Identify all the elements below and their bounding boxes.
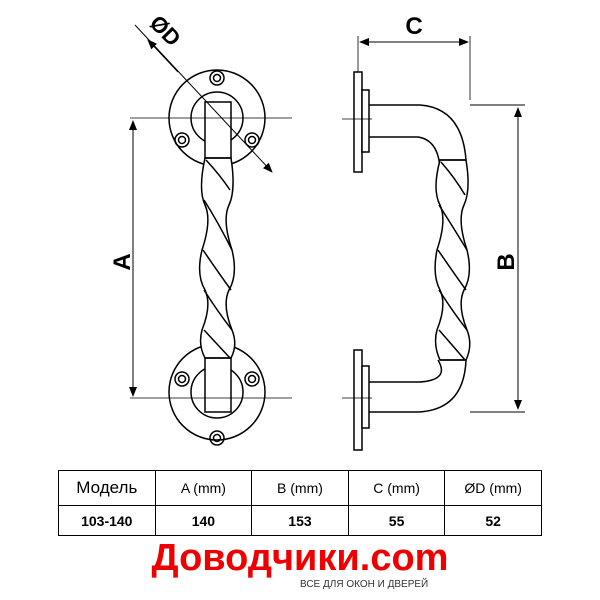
label-a: A [109, 253, 136, 270]
header-model: Модель [58, 470, 156, 506]
front-view [129, 24, 292, 446]
top-arm [369, 104, 467, 169]
dimension-b [470, 104, 525, 413]
header-b: B (mm) [251, 470, 349, 506]
label-b: B [493, 253, 520, 270]
header-c: C (mm) [347, 470, 446, 506]
dimension-d [134, 24, 273, 173]
screw-holes [174, 70, 260, 446]
spec-table-header-row: Модель A (mm) B (mm) C (mm) ØD (mm) [58, 470, 542, 506]
label-c: C [405, 13, 422, 40]
bottom-shank [204, 351, 232, 413]
bottom-plate [353, 349, 363, 451]
bottom-arm [369, 359, 467, 413]
header-a: A (mm) [154, 470, 253, 506]
top-shank [204, 101, 232, 161]
brand-logo: Доводчики.com [151, 537, 449, 579]
center-lines [130, 117, 292, 399]
spec-table: Модель A (mm) B (mm) C (mm) ØD (mm) 103-… [58, 470, 542, 536]
side-twist-lines [437, 161, 468, 361]
header-d: ØD (mm) [444, 470, 542, 506]
top-plate [353, 71, 363, 173]
cell-b: 153 [251, 505, 349, 536]
spec-table-row: 103-140 140 153 55 52 [58, 505, 542, 536]
side-view [342, 36, 525, 451]
cell-model: 103-140 [58, 505, 156, 536]
technical-drawing: A B C ØD [109, 10, 525, 451]
label-d: ØD [145, 10, 186, 51]
twist-lines [202, 159, 233, 359]
side-twisted-grip [434, 159, 471, 361]
cell-d: 52 [444, 505, 542, 536]
brand-tagline: ВСЕ ДЛЯ ОКОН И ДВЕРЕЙ [300, 579, 429, 590]
cell-a: 140 [154, 505, 253, 536]
cell-c: 55 [347, 505, 446, 536]
